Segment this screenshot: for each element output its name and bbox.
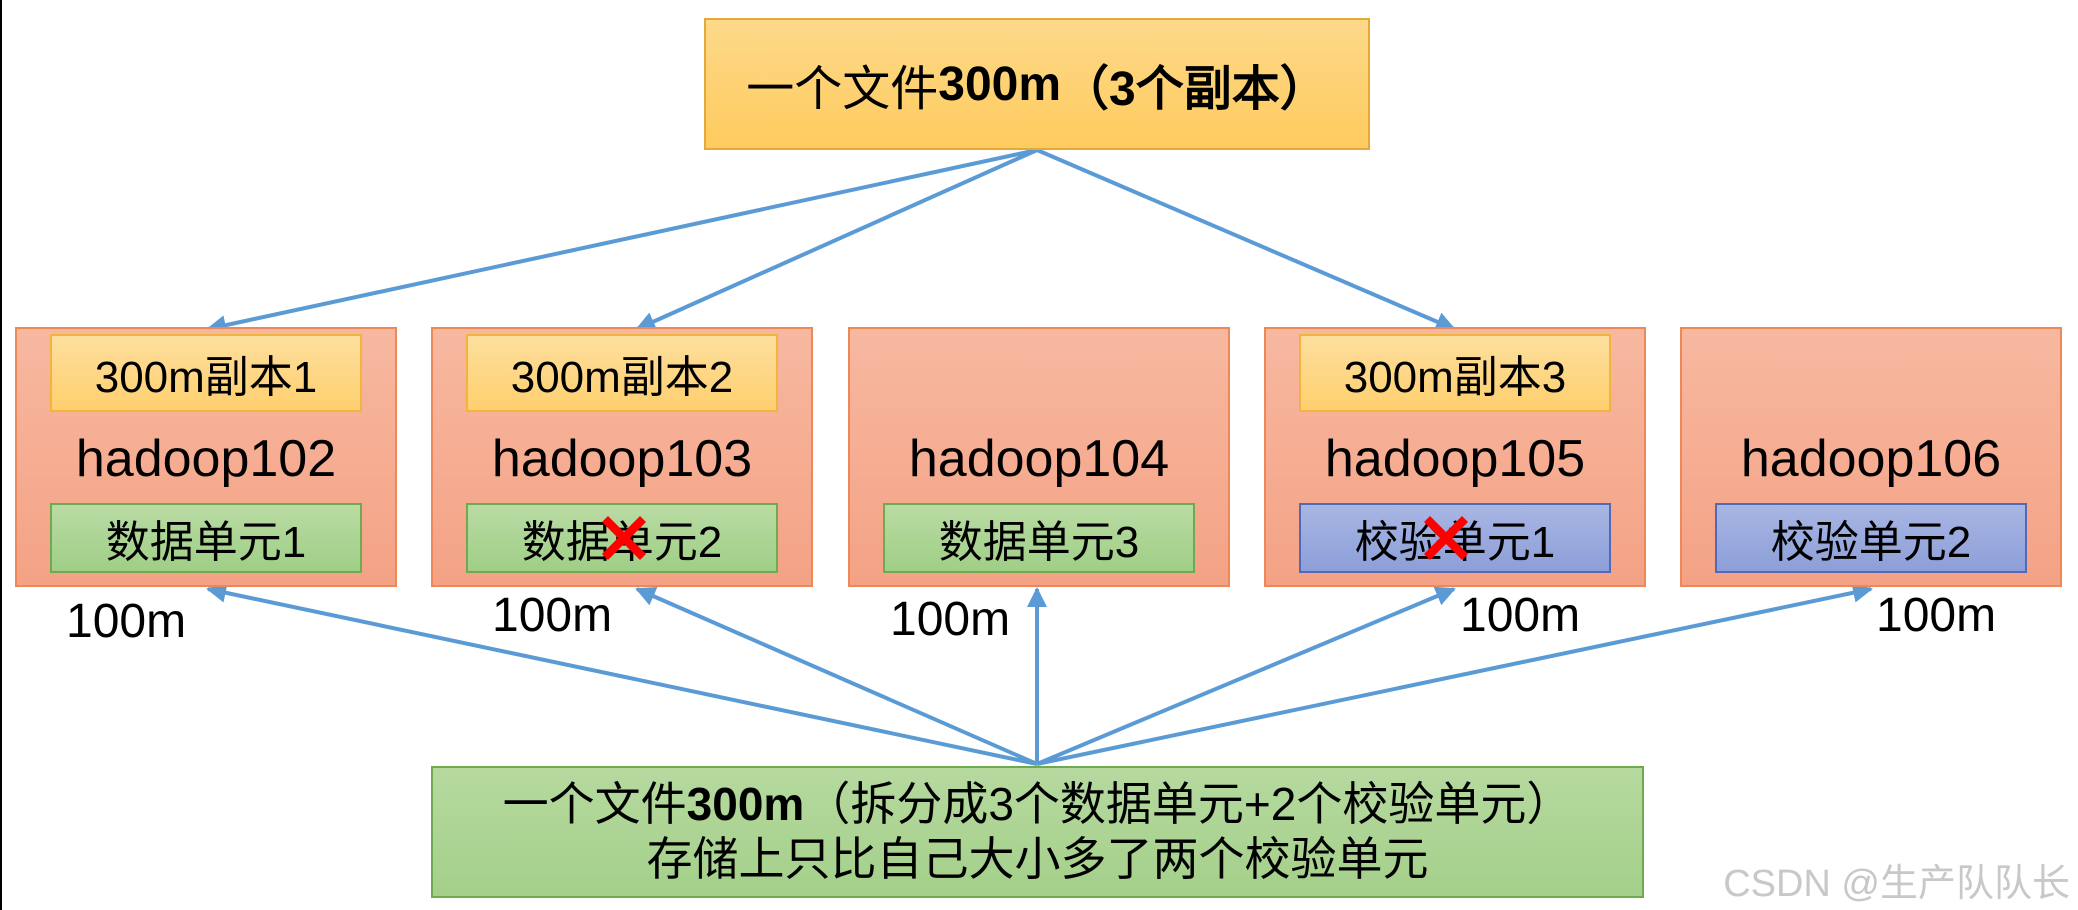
arrow-bottom-to-hadoop102 (206, 582, 1038, 766)
failure-x-icon (1424, 516, 1468, 560)
watermark: CSDN @生产队队长 (1723, 863, 2070, 905)
failure-x-icon (602, 516, 646, 560)
bottom-size: 300m (686, 777, 805, 830)
node-name: hadoop104 (908, 430, 1170, 488)
top-file-suffix: （3个副本） (1061, 63, 1328, 116)
arrow-bottom-to-hadoop106 (1036, 582, 1873, 766)
top-file-prefix: 一个文件 (746, 63, 939, 116)
data-unit: 数据单元1 (50, 503, 362, 573)
node-name: hadoop105 (1324, 430, 1586, 488)
node-name: hadoop103 (491, 430, 753, 488)
node-name: hadoop102 (75, 430, 337, 488)
arrow-bottom-to-hadoop105 (1036, 586, 1456, 766)
replica-label: 300m副本3 (1299, 334, 1611, 412)
size-label-hadoop104: 100m (890, 593, 1011, 646)
parity-unit: 校验单元2 (1715, 503, 2027, 573)
bottom-line-1: 一个文件300m（拆分成3个数据单元+2个校验单元） (503, 777, 1573, 832)
node-hadoop102: 300m副本1 hadoop102 数据单元1 (15, 327, 397, 587)
bottom-line-2: 存储上只比自己大小多了两个校验单元 (646, 833, 1429, 885)
size-label-hadoop105: 100m (1460, 589, 1581, 642)
replica-label: 300m副本2 (466, 334, 778, 412)
top-file-size: 300m (938, 57, 1062, 111)
arrow-bottom-to-hadoop103 (635, 587, 1038, 766)
size-label-hadoop106: 100m (1876, 589, 1997, 642)
bottom-suffix: （拆分成3个数据单元+2个校验单元） (804, 777, 1573, 830)
node-name: hadoop106 (1740, 430, 2002, 488)
node-hadoop104: hadoop104 数据单元3 (848, 327, 1230, 587)
bottom-prefix: 一个文件 (502, 777, 687, 830)
size-label-hadoop102: 100m (66, 595, 187, 648)
arrow-top-to-hadoop105 (1036, 148, 1456, 332)
bottom-file-box: 一个文件300m（拆分成3个数据单元+2个校验单元） 存储上只比自己大小多了两个… (431, 766, 1644, 898)
replica-label: 300m副本1 (50, 334, 362, 412)
size-label-hadoop103: 100m (492, 589, 613, 642)
arrow-top-to-hadoop102 (206, 148, 1038, 335)
left-border (0, 0, 2, 910)
arrow-top-to-hadoop103 (635, 148, 1038, 331)
data-unit: 数据单元3 (883, 503, 1195, 573)
node-hadoop106: hadoop106 校验单元2 (1680, 327, 2062, 587)
